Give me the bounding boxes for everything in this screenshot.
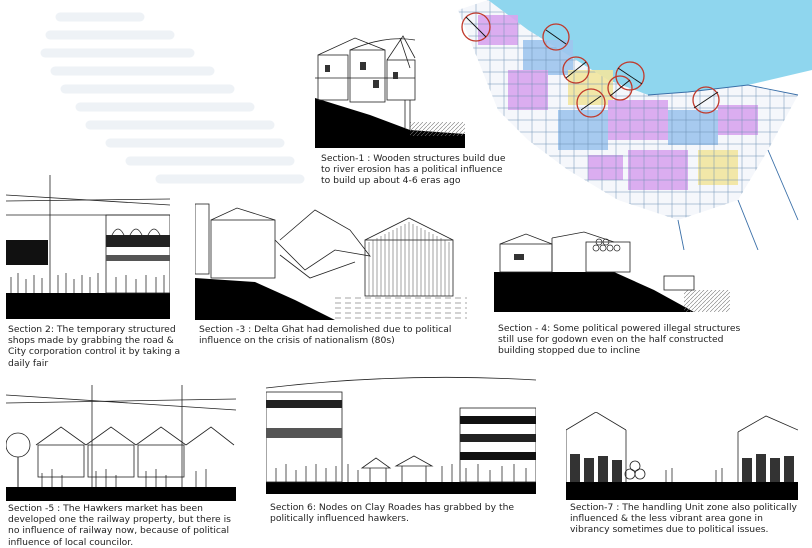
section-6-drawing xyxy=(266,376,536,494)
section-6-caption: Section 6: Nodes on Clay Roades has grab… xyxy=(270,502,515,525)
section-1-drawing xyxy=(315,35,465,148)
section-2-caption: Section 2: The temporary structured shop… xyxy=(8,324,181,369)
section-7-caption: Section-7 : The handling Unit zone also … xyxy=(570,502,797,536)
section-4-drawing xyxy=(494,231,730,312)
site-map xyxy=(458,0,812,250)
section-1-caption: Section-1 : Wooden structures build due … xyxy=(321,153,506,187)
section-4-caption: Section - 4: Some political powered ille… xyxy=(498,323,741,357)
section-3-drawing xyxy=(195,203,467,320)
section-2-drawing xyxy=(6,175,170,319)
faded-text-block xyxy=(40,12,305,184)
section-3-caption: Section -3 : Delta Ghat had demolished d… xyxy=(199,324,452,347)
section-7-drawing xyxy=(566,412,798,500)
section-5-caption: Section -5 : The Hawkers market has been… xyxy=(8,503,231,548)
section-5-drawing xyxy=(6,385,236,501)
